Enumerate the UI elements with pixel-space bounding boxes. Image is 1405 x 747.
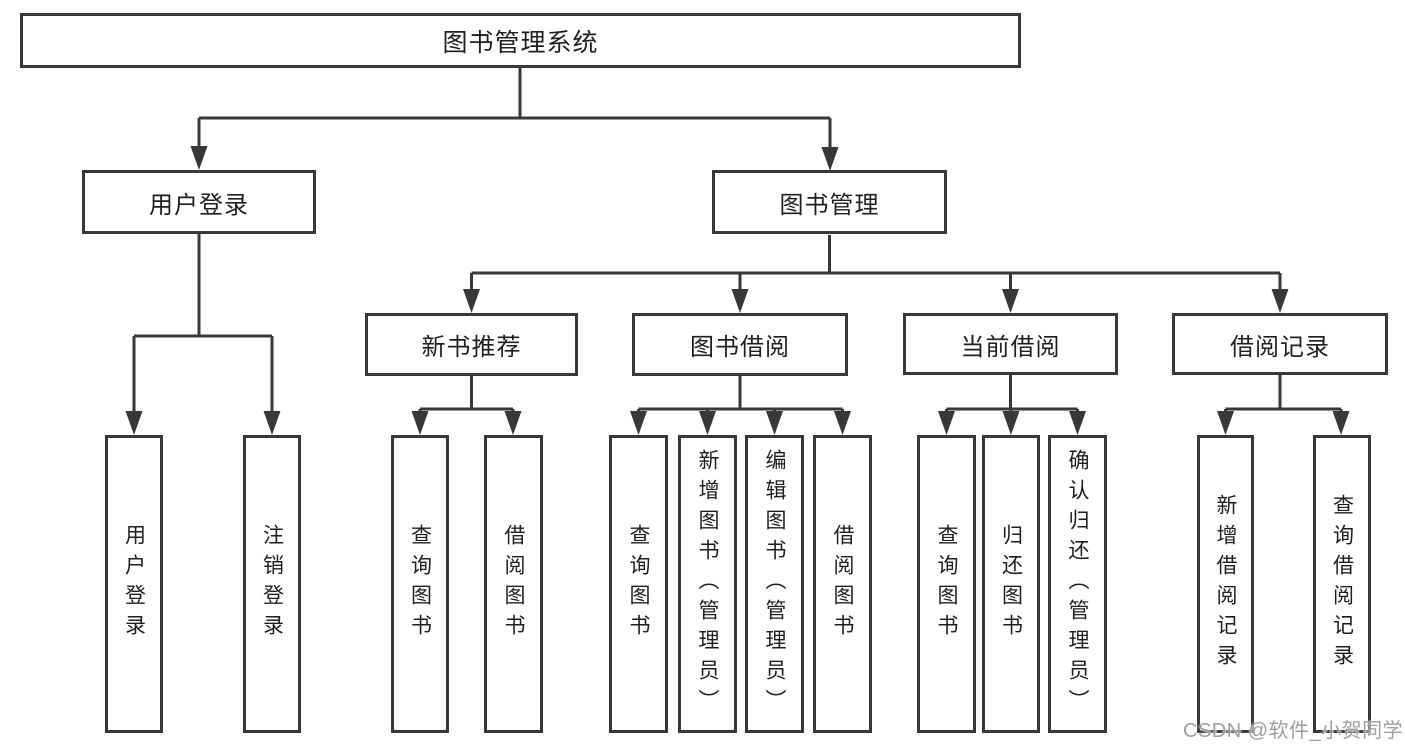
node-user-login: 用户登录 [82, 170, 316, 234]
leaf-add-book-admin: 新增图书（管理员） [678, 435, 737, 733]
leaf-user-login: 用户登录 [105, 435, 163, 733]
leaf-query-books-recommend: 查询图书 [391, 435, 449, 733]
csdn-watermark: CSDN @软件_小贺同学 [1183, 720, 1404, 742]
leaf-borrow-books-recommend: 借阅图书 [484, 435, 543, 733]
leaf-query-borrow-record: 查询借阅记录 [1313, 435, 1371, 733]
leaf-logout: 注销登录 [243, 435, 301, 733]
leaf-borrow-books: 借阅图书 [813, 435, 872, 733]
node-root: 图书管理系统 [20, 13, 1021, 68]
leaf-add-borrow-record: 新增借阅记录 [1197, 435, 1254, 733]
leaf-return-book: 归还图书 [982, 435, 1040, 733]
node-book-management: 图书管理 [712, 170, 947, 234]
leaf-confirm-return-admin: 确认归还（管理员） [1048, 435, 1107, 733]
node-book-borrow: 图书借阅 [632, 313, 848, 376]
node-borrow-records: 借阅记录 [1172, 313, 1388, 375]
leaf-query-books-current: 查询图书 [917, 435, 976, 733]
node-current-borrow: 当前借阅 [903, 313, 1118, 375]
leaf-query-books-borrow: 查询图书 [609, 435, 668, 733]
node-new-book-recommend: 新书推荐 [365, 313, 578, 376]
leaf-edit-book-admin: 编辑图书（管理员） [745, 435, 804, 733]
